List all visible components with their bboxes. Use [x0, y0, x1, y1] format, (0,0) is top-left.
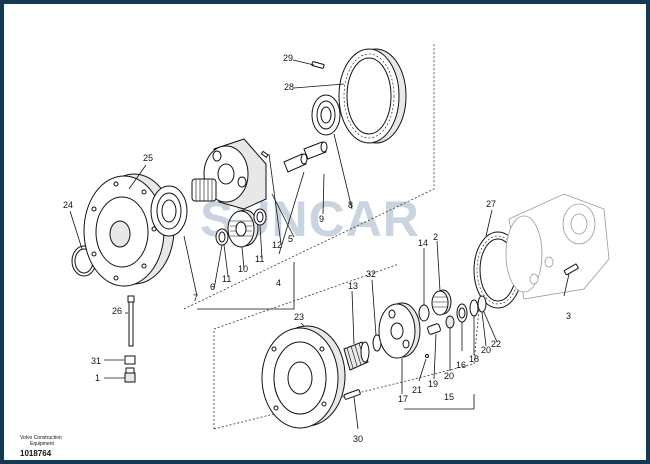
- callout-6: 6: [210, 282, 215, 292]
- part-plug-30: [343, 389, 361, 400]
- part-washer-18: [469, 299, 479, 317]
- part-needle-bearing-16: [456, 303, 468, 323]
- part-ring-gear-28: [338, 48, 407, 144]
- part-washer-20: [445, 315, 455, 329]
- part-pin-19: [427, 323, 441, 335]
- callout-7: 7: [193, 293, 198, 303]
- part-bearing-7: [150, 185, 188, 237]
- callout-8: 8: [348, 200, 353, 210]
- callout-25: 25: [143, 153, 153, 163]
- callout-4: 4: [276, 278, 281, 288]
- part-bolt-3: [563, 263, 579, 276]
- part-planet-shaft-9: [283, 141, 328, 173]
- part-thrust-washer-11: [253, 208, 267, 226]
- callout-labels: 29 28 25 24 27 3 26 31 1 30 23 13 32 9 8…: [63, 53, 571, 444]
- footer-org-line1: Volvo Construction: [20, 435, 62, 441]
- callout-20b: 20: [481, 345, 491, 355]
- callout-29: 29: [283, 53, 293, 63]
- part-cover-23: [261, 325, 346, 429]
- callout-14: 14: [418, 238, 428, 248]
- callout-2: 2: [433, 232, 438, 242]
- footer-doc-number: 1018764: [20, 449, 52, 458]
- part-nut-31: [124, 355, 136, 365]
- callout-3: 3: [566, 311, 571, 321]
- part-motor-housing-ghost: [505, 193, 610, 300]
- part-carrier-disc-21: [378, 302, 421, 359]
- callout-24: 24: [63, 200, 73, 210]
- callout-19: 19: [428, 379, 438, 389]
- part-fitting-1: [124, 367, 136, 383]
- exploded-parts-diagram: SUNCAR: [63, 44, 610, 444]
- lower-assembly-dashed-boundary-left: [213, 263, 400, 429]
- leader-lines: [69, 59, 570, 430]
- callout-1: 1: [95, 373, 100, 383]
- part-washer-22: [477, 295, 487, 313]
- part-sun-gear-13: [343, 341, 370, 371]
- callout-30: 30: [353, 434, 363, 444]
- callout-28: 28: [284, 82, 294, 92]
- callout-17: 17: [398, 394, 408, 404]
- callout-18: 18: [469, 354, 479, 364]
- callout-11a: 11: [222, 274, 231, 284]
- part-planet-carrier-5: [191, 138, 267, 210]
- part-planet-gear-10: [227, 209, 259, 248]
- upper-assembly-dashed-boundary: [183, 44, 435, 310]
- part-planet-gear-2: [431, 289, 452, 316]
- part-washer-14: [418, 304, 430, 322]
- callout-9: 9: [319, 214, 324, 224]
- callout-21: 21: [412, 385, 422, 395]
- callout-32: 32: [366, 269, 376, 279]
- footer-publisher: Volvo Construction Equipment 1018764: [20, 435, 62, 458]
- callout-15: 15: [444, 392, 454, 402]
- callout-12: 12: [272, 240, 282, 250]
- callout-10: 10: [238, 264, 248, 274]
- part-bearing-8: [311, 94, 341, 136]
- callout-5: 5: [288, 234, 293, 244]
- part-pin-29: [311, 61, 325, 69]
- callout-13: 13: [348, 281, 358, 291]
- part-bolt-26: [127, 295, 135, 347]
- callout-20a: 20: [444, 371, 454, 381]
- part-ball-21: [425, 354, 429, 358]
- part-pin-5: [260, 150, 269, 159]
- part-thrust-washer-6: [215, 228, 229, 246]
- callout-22: 22: [491, 339, 501, 349]
- callout-11b: 11: [255, 254, 264, 264]
- callout-27: 27: [486, 199, 496, 209]
- footer-org-line2: Equipment: [30, 441, 54, 447]
- callout-23: 23: [294, 312, 304, 322]
- callout-31: 31: [91, 356, 101, 366]
- callout-26: 26: [112, 306, 122, 316]
- callout-16: 16: [456, 360, 466, 370]
